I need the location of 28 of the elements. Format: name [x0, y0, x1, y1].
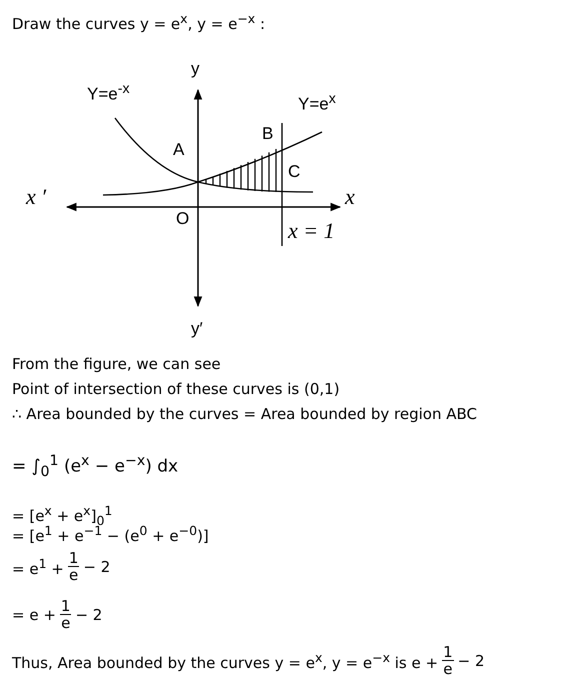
fraction-numerator: 1 — [68, 550, 80, 567]
equation-line: − 2 — [75, 606, 102, 624]
conclusion-line: − 2 — [458, 652, 484, 670]
equation-line: = ∫$_{0}$$^{1}$ (e$^{x}$ − e$^{−x}$) dx — [12, 452, 178, 482]
line-equation: x = 1 — [288, 222, 335, 240]
conclusion-line: Thus, Area bounded by the curves y = e$^{x}$, y = e$^{−x}$ is e + — [12, 649, 438, 672]
axis-label: x ′ — [26, 188, 46, 206]
fraction-numerator: 1 — [60, 598, 72, 615]
origin-label: O — [176, 210, 190, 228]
fraction-numerator: 1 — [442, 644, 454, 661]
fraction-denominator: e — [68, 567, 80, 583]
axis-label: y′ — [191, 320, 203, 338]
curve-label: Y=e$^{x}$ — [298, 90, 336, 114]
point-label: A — [173, 141, 184, 159]
equation-line: = e$^{1}$ + — [12, 555, 64, 578]
point-label: C — [288, 163, 300, 181]
problem-heading: Draw the curves y = e$^{x}$, y = e$^{−x}$ : — [12, 10, 266, 33]
fraction-denominator: e — [60, 615, 72, 631]
text-line: ∴ Area bounded by the curves = Area bounded by region ABC — [12, 405, 478, 423]
axis-label: y — [191, 60, 200, 78]
fraction-denominator: e — [442, 661, 454, 677]
axis-label: x — [345, 188, 355, 206]
curve-label: Y=e$^{-x}$ — [87, 80, 130, 104]
equation-line: = e + — [12, 606, 56, 624]
text-line: Point of intersection of these curves is (0,1) — [12, 380, 340, 398]
equation-line: − 2 — [83, 558, 110, 576]
point-label: B — [262, 125, 274, 143]
text-line: From the figure, we can see — [12, 355, 221, 373]
